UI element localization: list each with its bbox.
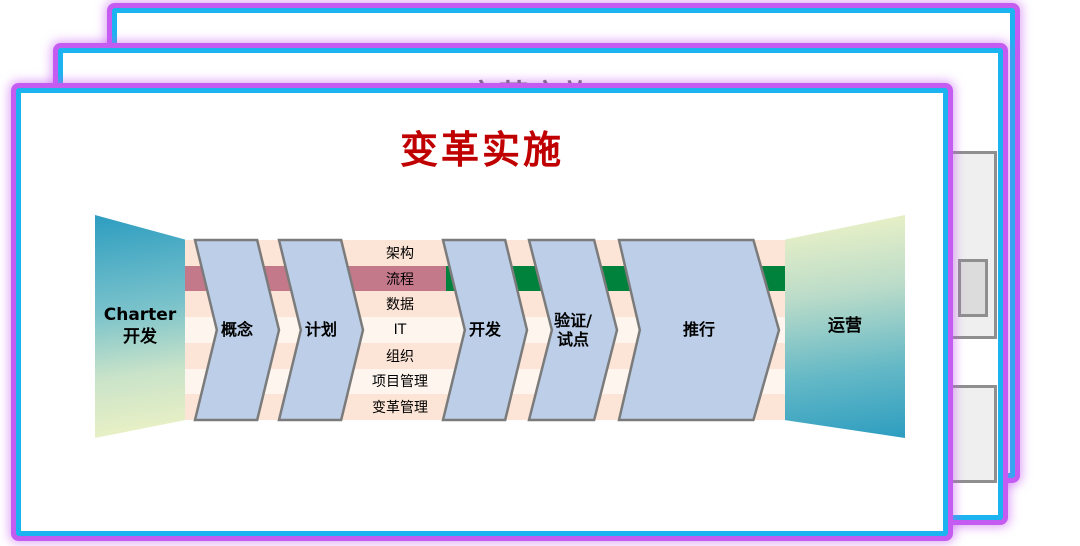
chevron-shape bbox=[443, 240, 527, 420]
stage-rollout: 推行 bbox=[619, 240, 779, 420]
workstream-label: 组织 bbox=[386, 348, 414, 365]
charter-terminal-label-line1: Charter bbox=[103, 305, 177, 326]
stage-label: 概念 bbox=[220, 320, 253, 340]
stage-label: 开发 bbox=[468, 320, 501, 340]
operations-terminal-label: 运营 bbox=[828, 315, 862, 336]
workstream-label: 项目管理 bbox=[372, 374, 428, 391]
stage-verify-pilot: 验证/ 试点 bbox=[529, 240, 617, 420]
stage-label-line2: 试点 bbox=[556, 330, 589, 349]
background-slide-shape-inner bbox=[958, 259, 988, 317]
chevron-shape bbox=[195, 240, 279, 420]
stage-develop: 开发 bbox=[443, 240, 527, 420]
operations-terminal: 运营 bbox=[785, 215, 905, 438]
workstream-label: 数据 bbox=[386, 297, 414, 314]
slide-title: 变革实施 bbox=[399, 128, 564, 172]
chevron-shape bbox=[279, 240, 363, 420]
stage-label: 推行 bbox=[682, 320, 715, 340]
stage-label-line1: 验证/ bbox=[554, 310, 592, 330]
slide-current: 变革实施 架构 流程 数据 IT 组织 bbox=[16, 88, 948, 536]
stage-label: 验证/ 试点 bbox=[529, 240, 617, 420]
chevron-shape bbox=[619, 240, 779, 420]
workstream-label: 流程 bbox=[386, 271, 414, 288]
stage-label: 计划 bbox=[304, 320, 337, 340]
workstream-label: 变革管理 bbox=[372, 400, 428, 417]
workstream-label: 架构 bbox=[386, 245, 414, 262]
charter-terminal-label-line2: 开发 bbox=[123, 326, 157, 347]
charter-terminal: Charter 开发 bbox=[95, 215, 185, 438]
stage-concept: 概念 bbox=[195, 240, 279, 420]
process-diagram: 架构 流程 数据 IT 组织 项目管理 变革管理 bbox=[21, 93, 943, 531]
workstream-label: IT bbox=[393, 322, 407, 339]
background-slide-shape bbox=[949, 385, 997, 483]
stage-plan: 计划 bbox=[279, 240, 363, 420]
chevron-shape bbox=[529, 240, 617, 420]
